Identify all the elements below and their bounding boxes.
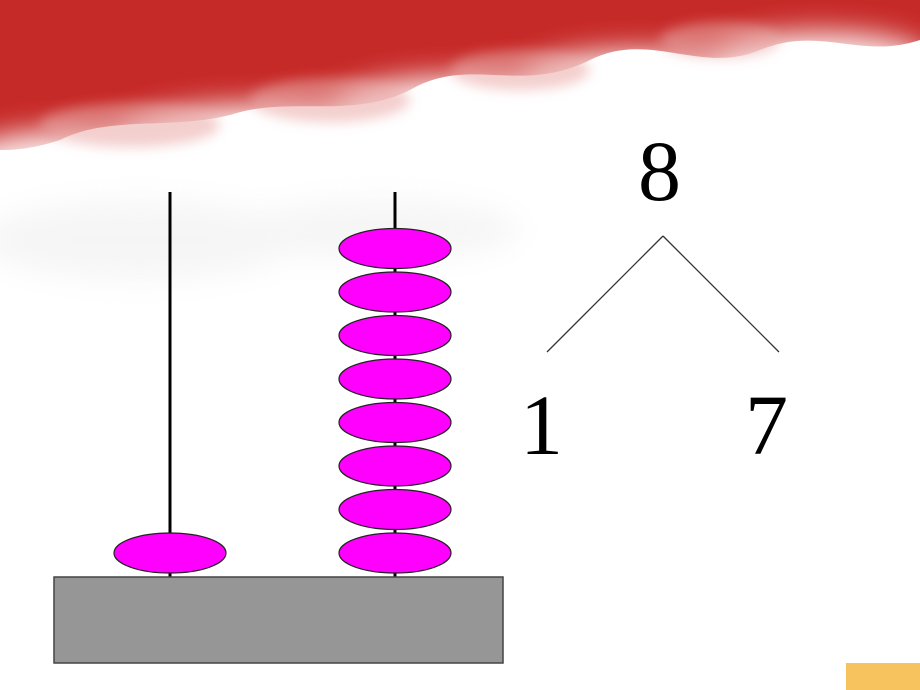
ones-bead: [338, 227, 452, 270]
tens-bead: [113, 532, 227, 574]
bond-part-left: 1: [520, 377, 563, 473]
bond-part-right: 7: [745, 377, 788, 473]
red-cloud-banner: [0, 0, 920, 280]
ones-bead: [338, 358, 452, 400]
ones-bead: [338, 445, 452, 487]
ones-bead: [338, 314, 452, 357]
abacus-base: [53, 576, 504, 664]
bond-line-right: [662, 235, 780, 353]
ones-bead: [338, 532, 452, 574]
bond-total: 8: [638, 123, 681, 219]
ones-bead: [338, 488, 452, 531]
number-bond-lines: [546, 235, 780, 353]
bond-line-left: [546, 235, 664, 353]
ones-bead: [338, 271, 452, 313]
abacus: [53, 192, 504, 664]
ones-bead-stack: [338, 227, 452, 574]
tens-bead-stack: [113, 532, 227, 574]
ones-bead: [338, 401, 452, 444]
corner-tab: [846, 663, 920, 690]
